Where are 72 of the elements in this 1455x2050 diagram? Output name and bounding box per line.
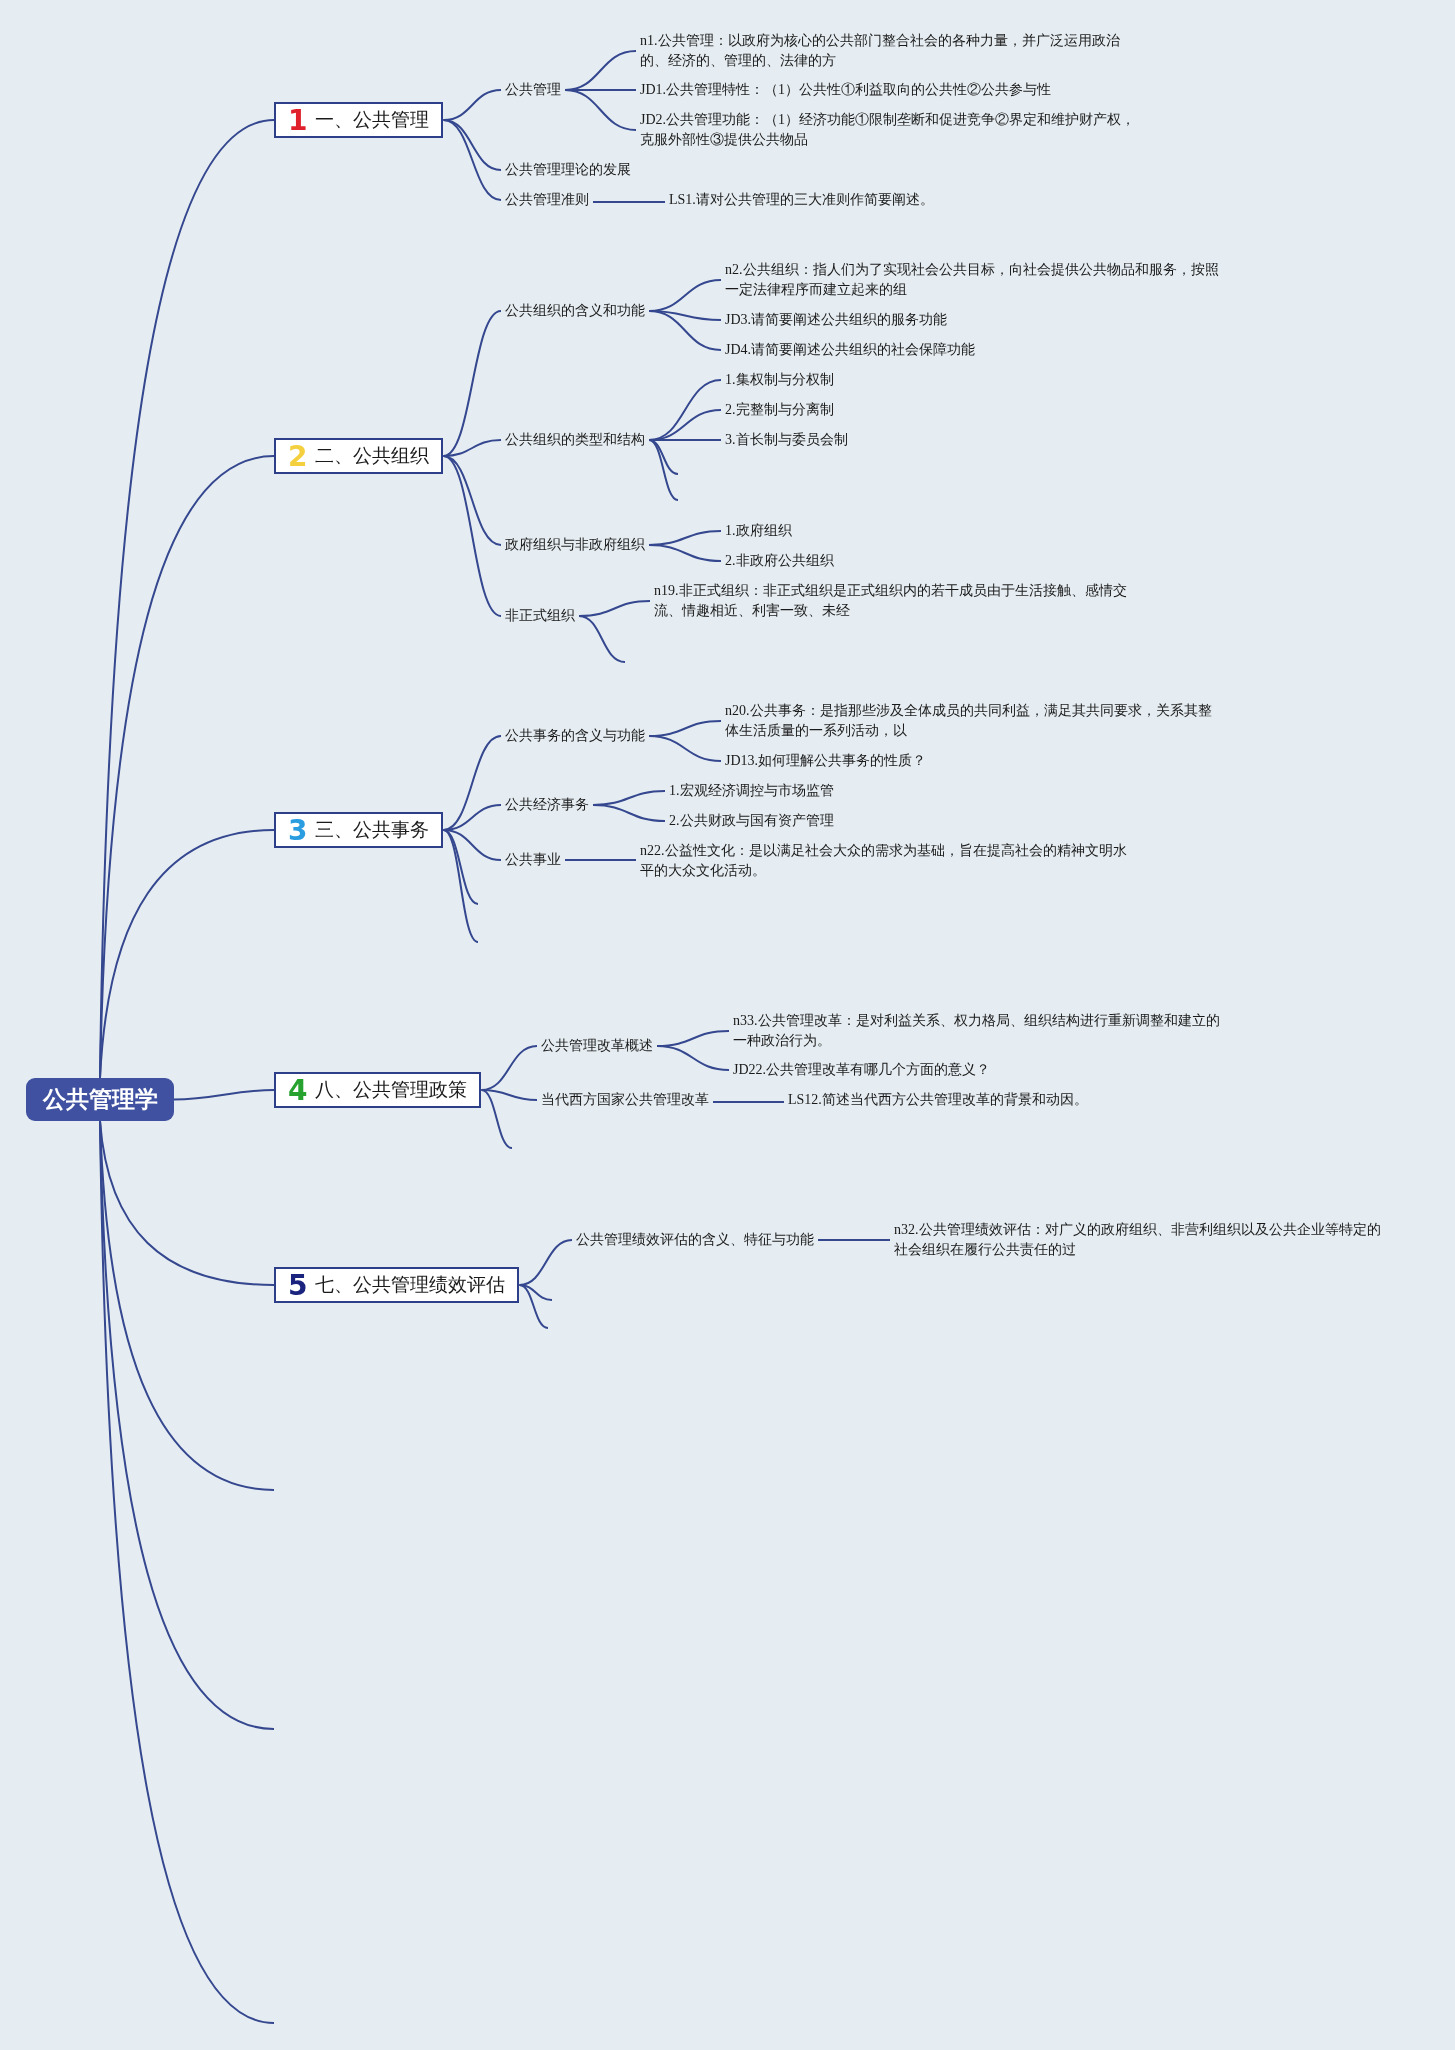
connector-line <box>648 310 722 351</box>
topic-title: 七、公共管理绩效评估 <box>315 1272 506 1297</box>
subtopic-label: 政府组织与非政府组织 <box>501 535 649 555</box>
topic-title: 一、公共管理 <box>315 107 430 132</box>
subtopic-label: n1.公共管理：以政府为核心的公共部门整合社会的各种力量，并广泛运用政治的、经济的、管理的、法律的方 <box>636 31 1144 71</box>
subtopic-label: 公共组织的含义和功能 <box>501 301 649 321</box>
topic-number: 4 <box>288 1073 308 1107</box>
subtopic-label: 公共事业 <box>501 850 565 870</box>
topic-number: 3 <box>288 813 308 847</box>
subtopic-label: 2.非政府公共组织 <box>721 551 838 571</box>
connector-line <box>442 455 502 617</box>
connector-line <box>656 1045 730 1071</box>
topic-title: 八、公共管理政策 <box>315 1077 468 1102</box>
subtopic-label: JD1.公共管理特性：（1）公共性①利益取向的公共性②公共参与性 <box>636 80 1056 100</box>
connector-line <box>564 859 637 861</box>
topic-box <box>274 438 444 474</box>
topic-title: 三、公共事务 <box>315 817 430 842</box>
subtopic-label: 当代西方国家公共管理改革 <box>537 1090 713 1110</box>
connector-line <box>518 1284 549 1329</box>
subtopic-label: n2.公共组织：指人们为了实现社会公共目标，向社会提供公共物品和服务，按照一定法律程序而建立起来的组 <box>721 260 1229 300</box>
connector-line <box>578 615 626 663</box>
topic-title: 二、公共组织 <box>315 443 430 468</box>
subtopic-label: 公共组织的类型和结构 <box>501 430 649 450</box>
subtopic-label: 公共管理 <box>501 80 565 100</box>
topic-box <box>274 1072 482 1108</box>
connector-line <box>648 735 722 762</box>
connector-line <box>712 1101 785 1103</box>
topic-box <box>274 812 444 848</box>
subtopic-label: n19.非正式组织：非正式组织是正式组织内的若干成员由于生活接触、感情交流、情趣相近、利害一致、未经 <box>650 581 1138 621</box>
subtopic-label: n20.公共事务：是指那些涉及全体成员的共同利益，满足其共同要求，关系其整体生活质量的一系列活动，以 <box>721 701 1219 741</box>
subtopic-label: n22.公益性文化：是以满足社会大众的需求为基础，旨在提高社会的精神文明水平的大众文化活动。 <box>636 841 1134 881</box>
subtopic-label: 公共事务的含义与功能 <box>501 726 649 746</box>
topic-number: 1 <box>288 103 308 137</box>
subtopic-label: 3.首长制与委员会制 <box>721 430 852 450</box>
connector-line <box>817 1239 891 1241</box>
subtopic-label: 公共管理理论的发展 <box>501 160 635 180</box>
subtopic-label: LS12.简述当代西方公共管理改革的背景和动因。 <box>784 1090 1092 1110</box>
subtopic-label: 公共管理绩效评估的含义、特征与功能 <box>572 1230 818 1250</box>
connector-line <box>99 829 275 1079</box>
subtopic-label: n33.公共管理改革：是对利益关系、权力格局、组织结构进行重新调整和建立的一种政治行为。 <box>729 1011 1227 1051</box>
connector-line <box>592 201 666 203</box>
subtopic-label: 公共经济事务 <box>501 795 593 815</box>
connector-line <box>442 829 479 905</box>
connector-line <box>173 1089 275 1101</box>
subtopic-label: 非正式组织 <box>501 606 579 626</box>
subtopic-label: 1.政府组织 <box>721 521 796 541</box>
root-topic-box: 公共管理学 <box>26 1078 174 1121</box>
connector-line <box>442 119 502 201</box>
topic-box <box>274 102 444 138</box>
subtopic-label: 2.完整制与分离制 <box>721 400 838 420</box>
topic-number: 2 <box>288 439 308 473</box>
connector-line <box>564 89 637 131</box>
topic-number: 5 <box>288 1268 308 1302</box>
subtopic-label: JD4.请简要阐述公共组织的社会保障功能 <box>721 340 980 360</box>
subtopic-label: 2.公共财政与国有资产管理 <box>665 811 838 831</box>
connector-line <box>648 439 679 501</box>
subtopic-label: 1.宏观经济调控与市场监管 <box>665 781 838 801</box>
subtopic-label: 公共管理改革概述 <box>537 1036 657 1056</box>
subtopic-label: JD22.公共管理改革有哪几个方面的意义？ <box>729 1060 995 1080</box>
subtopic-label: JD3.请简要阐述公共组织的服务功能 <box>721 310 952 330</box>
subtopic-label: 公共管理准则 <box>501 190 593 210</box>
connector-line <box>480 1089 513 1149</box>
connector-line <box>648 544 722 562</box>
connector-line <box>592 804 666 822</box>
subtopic-label: JD2.公共管理功能：（1）经济功能①限制垄断和促进竞争②界定和维护财产权，克服外部性③提供公共物品 <box>636 110 1144 150</box>
subtopic-label: 1.集权制与分权制 <box>721 370 838 390</box>
subtopic-label: n32.公共管理绩效评估：对广义的政府组织、非营利组织以及公共企业等特定的社会组织在履行公共责任的过 <box>890 1220 1388 1260</box>
subtopic-label: LS1.请对公共管理的三大准则作简要阐述。 <box>665 190 938 210</box>
connector-line <box>442 829 479 943</box>
subtopic-label: JD13.如何理解公共事务的性质？ <box>721 751 931 771</box>
topic-box <box>274 1267 520 1303</box>
connector-line <box>648 439 679 475</box>
